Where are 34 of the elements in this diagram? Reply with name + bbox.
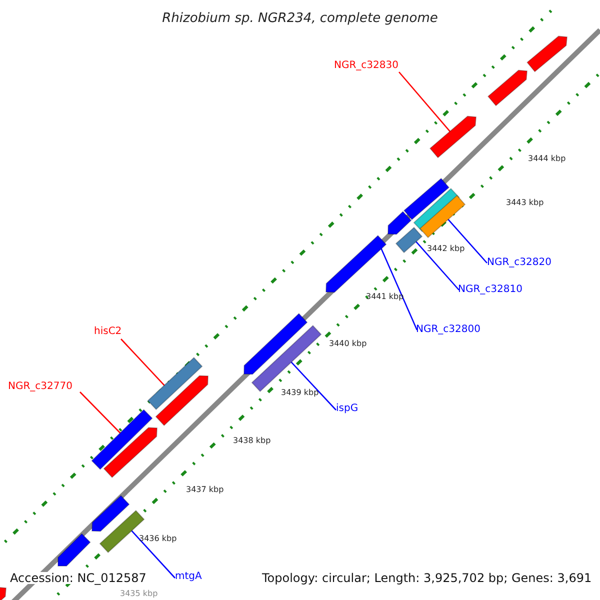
gene-bar [395,226,423,254]
scale-label: 3440 kbp [329,340,367,348]
summary-text: Topology: circular; Length: 3,925,702 bp; Genes: 3,691 [262,572,592,584]
gene-bar [429,116,477,158]
gene-bar [91,409,153,470]
leader-line [290,361,336,410]
leader-line [130,530,176,578]
title: Rhizobium sp. NGR234, complete genome [161,12,439,25]
gene-label: NGR_c32820 [487,258,552,268]
scale-label: 3436 kbp [139,535,177,543]
leader-line [80,392,122,434]
gene-label: NGR_c32810 [458,285,522,295]
gene-label: NGR_c32830 [334,61,398,71]
gene-bar [419,194,466,238]
gene-label: mtgA [175,572,202,582]
leader-line [447,218,488,264]
scale-label: 3443 kbp [506,199,544,207]
leader-line [398,72,452,133]
scale-label: 3444 kbp [528,155,566,163]
gene-label: NGR_c32800 [416,325,480,335]
scale-label: 3437 kbp [186,486,224,494]
gene-bar [325,234,387,293]
gene-bar [147,356,203,410]
scale-label: 3439 kbp [281,389,319,397]
scale-label: 3442 kbp [427,245,465,253]
gene-label: ispG [336,404,358,414]
leader-line [380,248,418,330]
scale-label: 3435 kbp [120,590,158,598]
accession-text: Accession: NC_012587 [10,572,146,584]
scale-label: 3438 kbp [233,437,271,445]
gene-label: hisC2 [94,327,122,337]
gene-label: NGR_c32770 [8,382,72,392]
leader-line [120,338,166,386]
leader-line [414,240,460,290]
